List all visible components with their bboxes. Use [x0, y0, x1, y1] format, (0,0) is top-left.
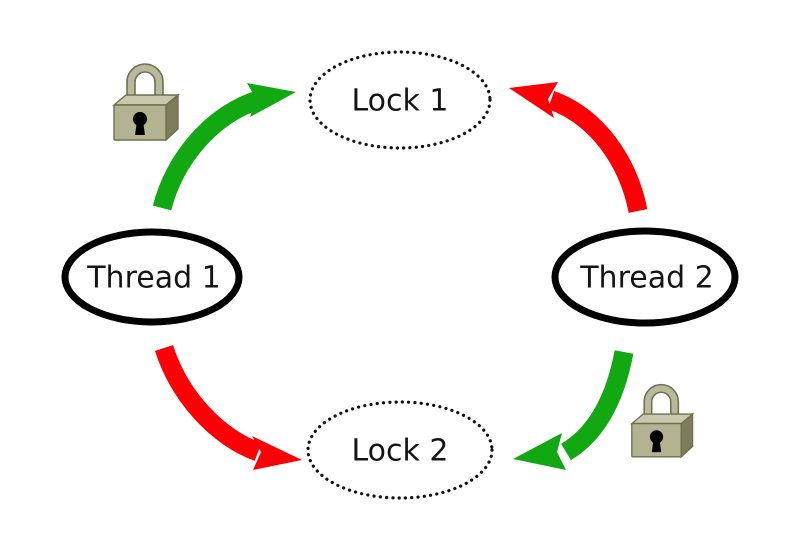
lock-2-label: Lock 2: [351, 434, 448, 469]
edge-thread1-holds-lock1: [152, 83, 296, 211]
thread-2-ellipse: [551, 227, 739, 327]
padlock-keyhole-stem: [651, 438, 662, 453]
edge-thread1-holds-lock1-shaft: [152, 90, 262, 211]
thread-2-label: Thread 2: [579, 261, 714, 296]
padlock-keyhole-stem: [135, 121, 145, 135]
node-lock-2[interactable]: Lock 2: [306, 400, 494, 500]
padlock-keyhole-circle: [649, 430, 664, 444]
edge-thread1-holds-lock1-head: [247, 83, 296, 117]
edge-thread2-holds-lock2-head: [513, 433, 566, 470]
lock-1-label: Lock 1: [351, 84, 448, 119]
thread-1-label: Thread 1: [86, 261, 221, 296]
edge-thread2-waits-lock1-head: [509, 82, 558, 118]
lock-2-ellipse: [306, 400, 494, 500]
edge-thread1-waits-lock2: [154, 344, 302, 470]
padlock-shackle: [643, 383, 680, 419]
edge-thread2-holds-lock2: [513, 350, 634, 470]
node-lock-1[interactable]: Lock 1: [308, 50, 492, 150]
padlock-icon-lock2: [629, 383, 695, 459]
edge-thread2-waits-lock1: [509, 82, 648, 213]
edge-thread1-waits-lock2-shaft: [154, 344, 262, 461]
padlock-shackle: [126, 63, 164, 100]
padlock-keyhole-circle: [133, 112, 147, 126]
edge-thread2-holds-lock2-shaft: [560, 350, 634, 461]
edge-thread2-waits-lock1-shaft: [547, 91, 648, 213]
thread-1-ellipse: [61, 228, 243, 326]
node-thread-1[interactable]: Thread 1: [61, 228, 243, 326]
lock-1-ellipse: [308, 50, 492, 150]
padlock-icon-lock1: [112, 63, 180, 142]
edge-thread1-waits-lock2-head: [252, 436, 302, 470]
node-thread-2[interactable]: Thread 2: [551, 227, 739, 327]
